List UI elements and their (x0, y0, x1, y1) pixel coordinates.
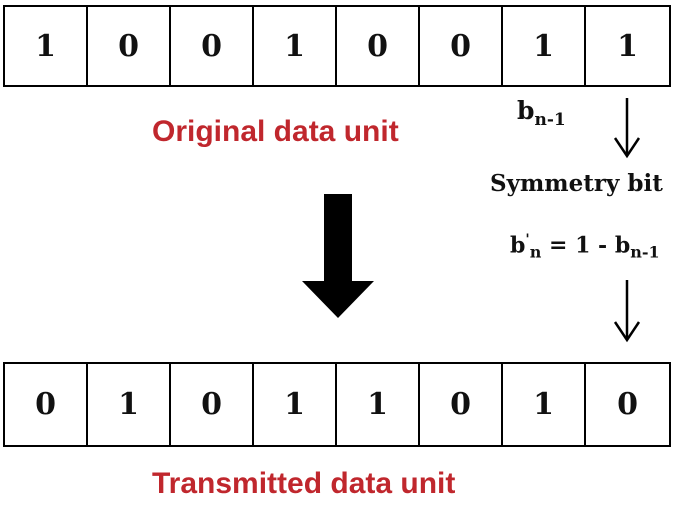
transmitted-bit-cell: 0 (5, 364, 88, 445)
small-down-arrow-icon (613, 98, 641, 159)
formula-subscript: n-1 (630, 242, 660, 262)
formula-n: n (529, 242, 542, 262)
original-bit-cell: 0 (420, 7, 503, 85)
last-bit-subscript: n-1 (534, 110, 566, 130)
formula-middle: = 1 - b (541, 232, 631, 259)
small-down-arrow-icon (613, 280, 641, 343)
transmitted-bit-cell: 0 (617, 387, 638, 422)
last-bit-label: bn-1 (517, 96, 566, 130)
transmitted-bit-cell: 1 (337, 364, 420, 445)
big-down-arrow-icon (302, 194, 374, 318)
transmitted-bit-cell: 1 (88, 364, 171, 445)
symmetry-bit-label: Symmetry bit (490, 170, 663, 197)
transmitted-data-unit-label: Transmitted data unit (152, 467, 456, 500)
formula-b: b (510, 232, 526, 259)
formula-prime: ' (525, 232, 530, 248)
original-bit-cell: 1 (254, 7, 337, 85)
original-bit-cell: 1 (503, 7, 586, 85)
transmitted-bit-cell: 0 (171, 364, 254, 445)
original-bit-cell: 1 (5, 7, 88, 85)
original-bit-cell: 0 (337, 7, 420, 85)
last-bit-base: b (517, 96, 535, 125)
original-bit-cell: 0 (171, 7, 254, 85)
original-data-unit-label: Original data unit (152, 115, 399, 148)
transmitted-bit-cell: 1 (254, 364, 337, 445)
original-bit-cell: 1 (617, 28, 638, 64)
transmitted-bit-cell: 1 (503, 364, 586, 445)
original-bit-cell: 0 (88, 7, 171, 85)
symmetry-formula: b'n = 1 - bn-1 (510, 232, 660, 262)
transmitted-bit-cell: 0 (420, 364, 503, 445)
